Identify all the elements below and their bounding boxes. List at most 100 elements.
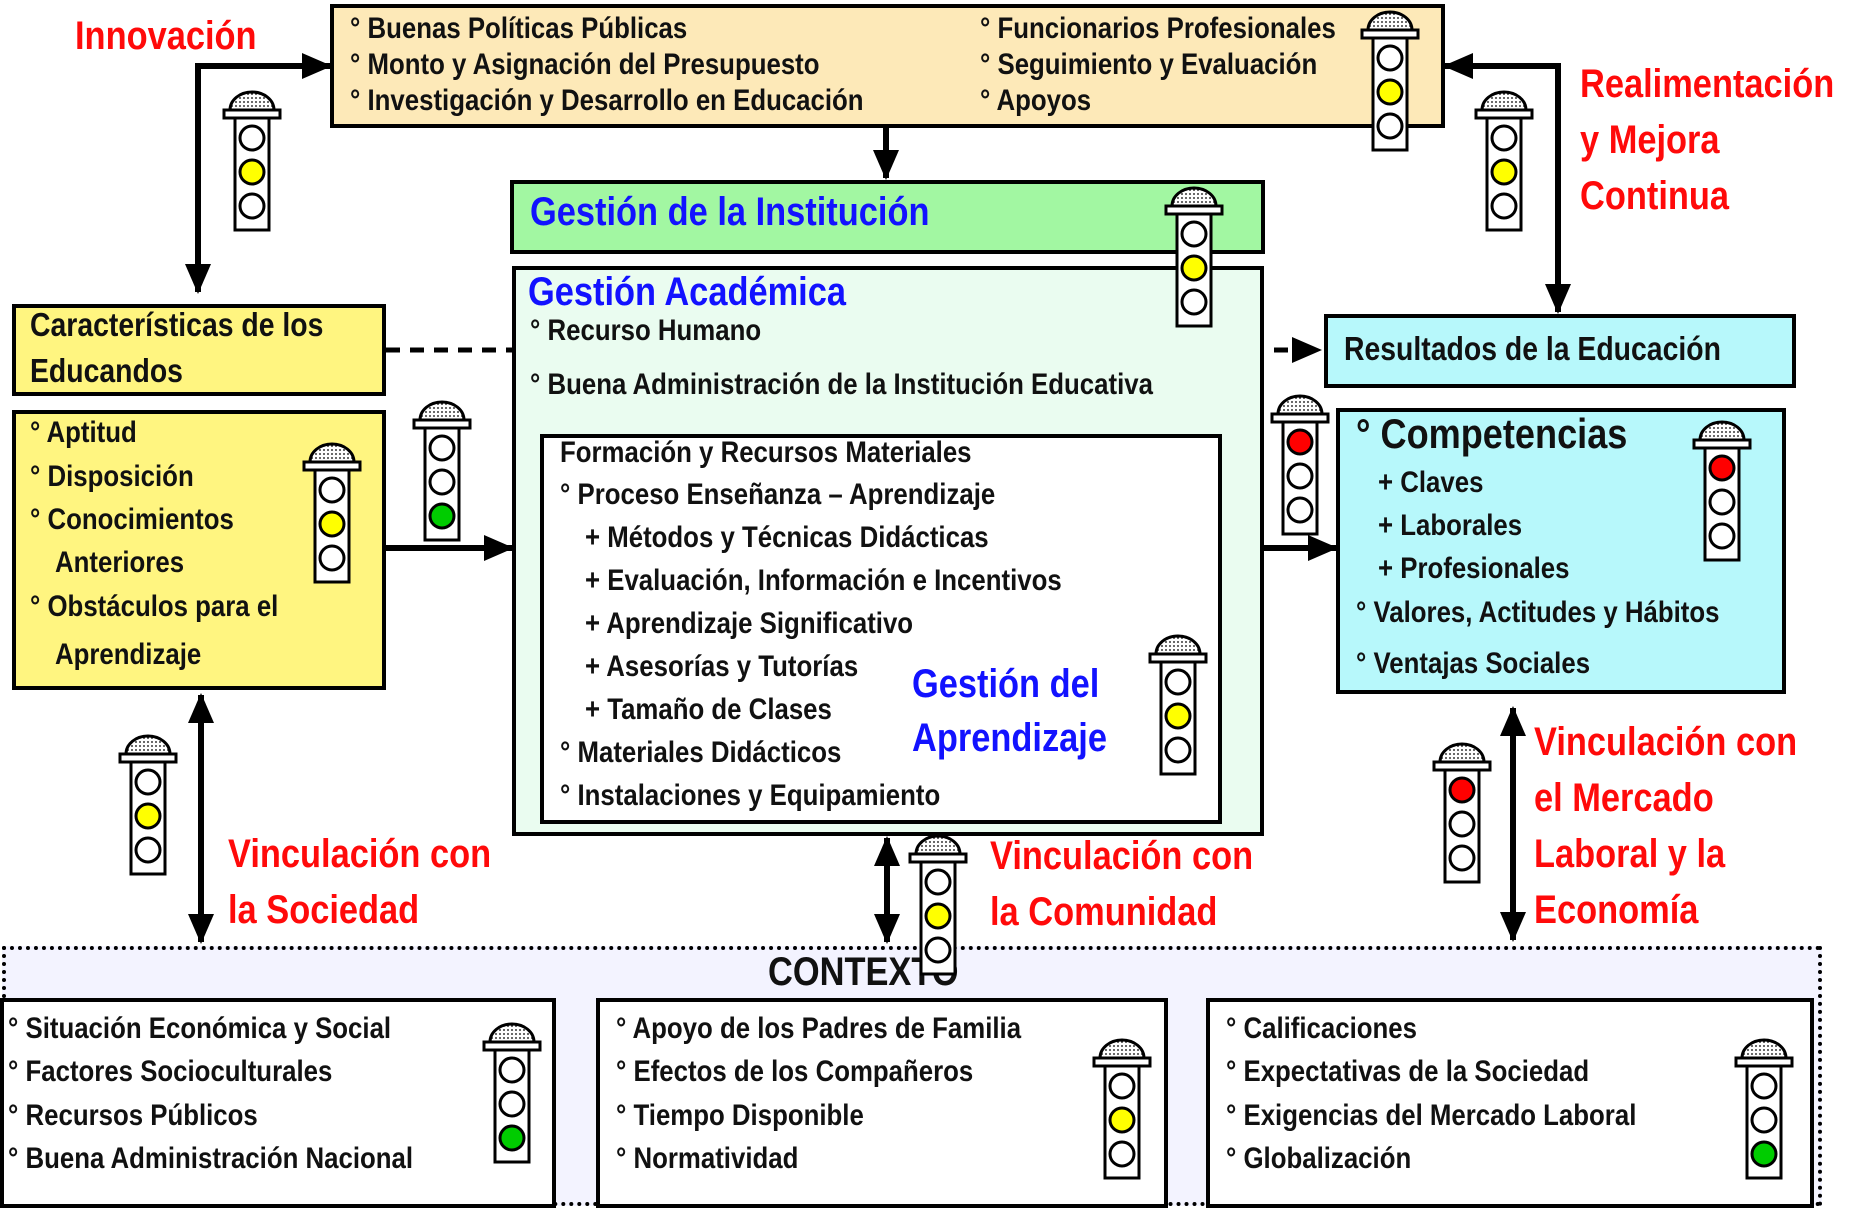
politicas-item-4: ° Funcionarios Profesionales xyxy=(980,12,1336,45)
vinc-mercado-label-1: Vinculación con xyxy=(1534,720,1798,764)
aprendizaje-title-2: Aprendizaje xyxy=(912,716,1107,760)
traffic-light-comunidad-icon xyxy=(908,834,968,976)
traffic-light-lamp-yellow xyxy=(238,158,266,186)
traffic-light-lamp-yellow xyxy=(1376,78,1404,106)
traffic-light-aprendizaje-icon xyxy=(1148,634,1208,776)
contexto-col3-item-4: ° Globalización xyxy=(1226,1142,1412,1175)
politicas-item-1: ° Buenas Políticas Públicas xyxy=(350,12,688,45)
traffic-light-lamp-red xyxy=(1180,220,1208,248)
aprendizaje-heading: Formación y Recursos Materiales xyxy=(560,436,972,469)
traffic-light-lamp-green xyxy=(1708,522,1736,550)
traffic-light-lamp-yellow xyxy=(924,902,952,930)
traffic-light-lamp-yellow xyxy=(1108,1106,1136,1134)
traffic-light-sociedad-icon xyxy=(118,734,178,876)
contexto-col1-item-3: ° Recursos Públicos xyxy=(8,1099,258,1132)
traffic-light-lamp-yellow xyxy=(498,1090,526,1118)
traffic-light-lamp-yellow xyxy=(1750,1106,1778,1134)
politicas-item-3: ° Investigación y Desarrollo en Educació… xyxy=(350,84,864,117)
traffic-light-lamp-red xyxy=(1376,44,1404,72)
traffic-light-cap xyxy=(1438,742,1486,764)
traffic-light-innovacion-icon xyxy=(222,90,282,232)
contexto-col3-item-2: ° Expectativas de la Sociedad xyxy=(1226,1055,1590,1088)
traffic-light-lamp-green xyxy=(1180,288,1208,316)
competencias-label: ° Competencias xyxy=(1356,410,1628,457)
traffic-light-cap xyxy=(1098,1038,1146,1060)
aprendizaje-item-4: + Aprendizaje Significativo xyxy=(585,607,914,640)
traffic-light-lamp-red xyxy=(1750,1072,1778,1100)
traffic-light-competencias-icon xyxy=(1692,420,1752,562)
aprendizaje-item-6: + Tamaño de Clases xyxy=(585,693,832,726)
resultados-item-4: ° Valores, Actitudes y Hábitos xyxy=(1356,596,1720,629)
educandos-title-1: Características de los xyxy=(30,306,324,343)
traffic-light-lamp-red xyxy=(1448,776,1476,804)
academica-item-1: ° Recurso Humano xyxy=(530,314,762,347)
aprendizaje-item-5: + Asesorías y Tutorías xyxy=(585,650,859,683)
educandos-item-1: ° Aptitud xyxy=(30,416,137,449)
academica-title: Gestión Académica xyxy=(528,270,846,314)
traffic-light-resultados-output-icon xyxy=(1270,394,1330,536)
contexto-col1-item-1: ° Situación Económica y Social xyxy=(8,1012,392,1045)
educandos-item-6: Aprendizaje xyxy=(55,638,202,671)
traffic-light-lamp-green xyxy=(134,836,162,864)
traffic-light-lamp-green xyxy=(1286,496,1314,524)
traffic-light-lamp-red xyxy=(428,434,456,462)
vinc-sociedad-label-1: Vinculación con xyxy=(228,832,492,876)
traffic-light-lamp-yellow xyxy=(1180,254,1208,282)
politicas-item-5: ° Seguimiento y Evaluación xyxy=(980,48,1318,81)
traffic-light-lamp-yellow xyxy=(318,510,346,538)
traffic-light-cap xyxy=(124,734,172,756)
realimentacion-label-1: Realimentación xyxy=(1580,62,1835,106)
traffic-light-educandos-icon xyxy=(302,442,362,584)
vinc-comunidad-label-2: la Comunidad xyxy=(990,890,1218,934)
traffic-light-cap xyxy=(1366,10,1414,32)
traffic-light-lamp-red xyxy=(1490,124,1518,152)
traffic-light-lamp-green xyxy=(1490,192,1518,220)
traffic-light-cap xyxy=(1480,90,1528,112)
vinc-mercado-label-4: Economía xyxy=(1534,888,1699,932)
traffic-light-cap xyxy=(1170,186,1218,208)
traffic-light-cap xyxy=(914,834,962,856)
traffic-light-realimentacion-icon xyxy=(1474,90,1534,232)
contexto-col2-item-2: ° Efectos de los Compañeros xyxy=(616,1055,974,1088)
traffic-light-top-box-icon xyxy=(1360,10,1420,152)
traffic-light-lamp-yellow xyxy=(1708,488,1736,516)
traffic-light-institucion-icon xyxy=(1164,186,1224,328)
traffic-light-lamp-yellow xyxy=(1286,462,1314,490)
traffic-light-lamp-green xyxy=(238,192,266,220)
traffic-light-lamp-red xyxy=(318,476,346,504)
institucion-box xyxy=(510,180,1265,254)
traffic-light-lamp-green xyxy=(1750,1140,1778,1168)
traffic-light-cap xyxy=(228,90,276,112)
traffic-light-lamp-yellow xyxy=(1448,810,1476,838)
educandos-item-4: Anteriores xyxy=(55,546,185,579)
contexto-col3-item-3: ° Exigencias del Mercado Laboral xyxy=(1226,1099,1637,1132)
traffic-light-contexto-col1-icon xyxy=(482,1022,542,1164)
innovacion-arrow xyxy=(185,53,332,294)
politicas-item-6: ° Apoyos xyxy=(980,84,1092,117)
academica-item-2: ° Buena Administración de la Institución… xyxy=(530,368,1153,401)
realimentacion-label-2: y Mejora xyxy=(1580,118,1720,162)
resultados-item-5: ° Ventajas Sociales xyxy=(1356,647,1591,680)
traffic-light-lamp-yellow xyxy=(1490,158,1518,186)
contexto-col2-item-4: ° Normatividad xyxy=(616,1142,799,1175)
contexto-col3-box xyxy=(1206,998,1814,1208)
vinc-comunidad-label-1: Vinculación con xyxy=(990,834,1254,878)
traffic-light-lamp-red xyxy=(1108,1072,1136,1100)
vinc-mercado-label-2: el Mercado xyxy=(1534,776,1714,820)
resultados-title-box xyxy=(1324,314,1796,388)
aprendizaje-item-7: ° Materiales Didácticos xyxy=(560,736,842,769)
contexto-col1-box xyxy=(0,998,556,1208)
realimentacion-arrow xyxy=(1443,53,1571,314)
traffic-light-mercado-icon xyxy=(1432,742,1492,884)
traffic-light-lamp-yellow xyxy=(1164,702,1192,730)
traffic-light-lamp-green xyxy=(1108,1140,1136,1168)
aprendizaje-item-8: ° Instalaciones y Equipamiento xyxy=(560,779,941,812)
traffic-light-lamp-red xyxy=(238,124,266,152)
traffic-light-lamp-green xyxy=(1164,736,1192,764)
contexto-col2-item-3: ° Tiempo Disponible xyxy=(616,1099,864,1132)
traffic-light-cap xyxy=(1740,1038,1788,1060)
educandos-item-3: ° Conocimientos xyxy=(30,503,234,536)
traffic-light-contexto-col3-icon xyxy=(1734,1038,1794,1180)
politicas-item-2: ° Monto y Asignación del Presupuesto xyxy=(350,48,820,81)
aprendizaje-item-2: + Métodos y Técnicas Didácticas xyxy=(585,521,989,554)
